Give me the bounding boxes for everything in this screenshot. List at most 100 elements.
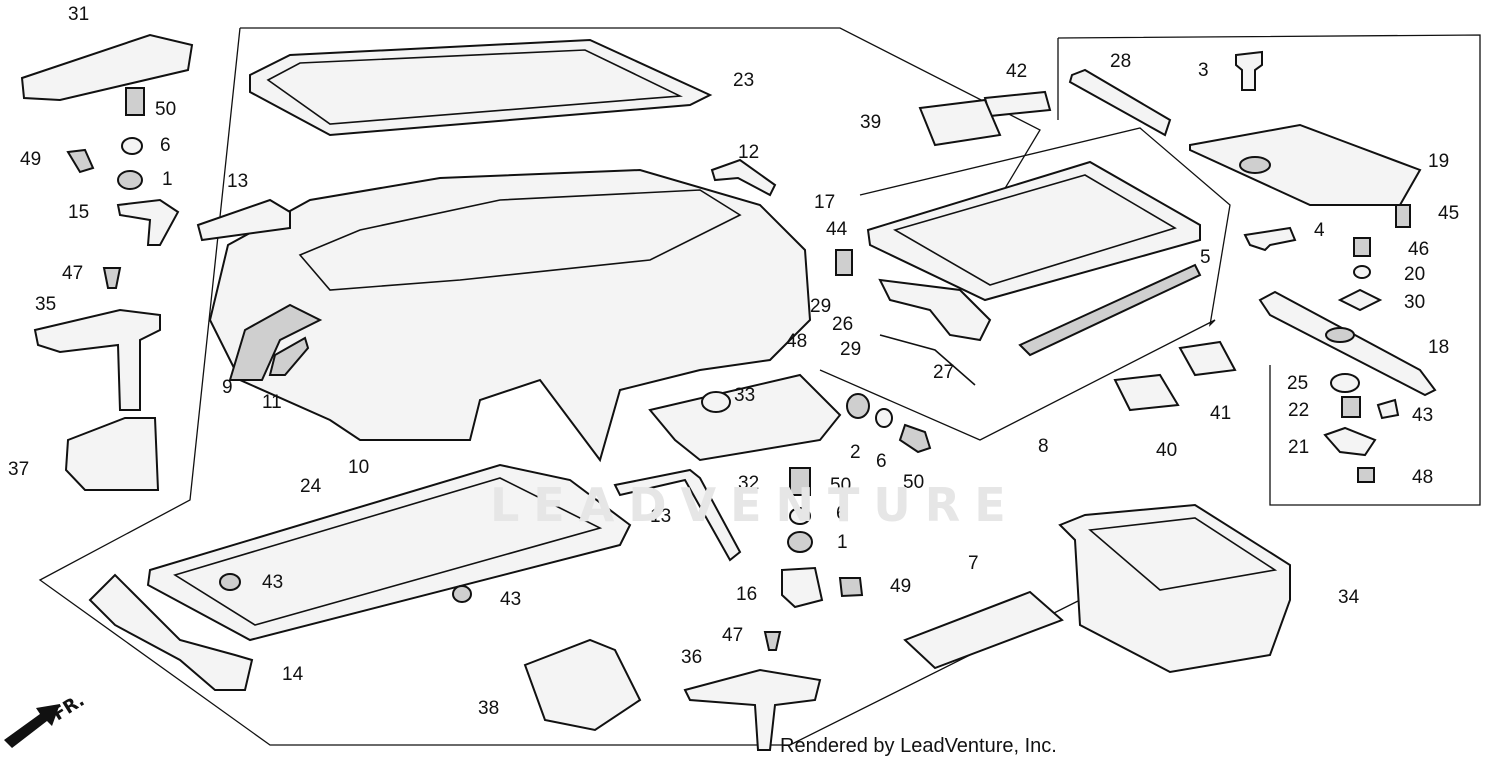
lid-group-boundary [819, 127, 1231, 441]
callout-19: 19 [1428, 151, 1450, 172]
duct-13-upper [196, 198, 291, 242]
callout-26: 26 [832, 314, 854, 335]
cap-3 [1235, 50, 1263, 91]
callout-41: 41 [1210, 403, 1232, 424]
gauge-hood-9 [228, 303, 323, 381]
bracket-35 [33, 308, 161, 411]
callout-50-mid: 50 [903, 472, 925, 493]
grommet-2 [846, 393, 870, 419]
callout-18: 18 [1428, 337, 1450, 358]
callout-31: 31 [68, 4, 90, 25]
callout-7: 7 [968, 553, 979, 574]
bracket-18 [1258, 290, 1437, 397]
callout-5: 5 [1200, 247, 1211, 268]
callout-42: 42 [1006, 61, 1028, 82]
callout-49-lower: 49 [890, 576, 912, 597]
nut-48-right [1357, 467, 1375, 483]
callout-44: 44 [826, 219, 848, 240]
cap-33 [701, 391, 731, 413]
screw-47-lower [763, 631, 782, 651]
callout-6-mid: 6 [876, 451, 887, 472]
callout-13-lower: 13 [650, 506, 672, 527]
frame-24 [146, 463, 632, 642]
callout-32: 32 [738, 473, 760, 494]
callout-29-lower: 29 [840, 339, 862, 360]
label-40 [1113, 373, 1180, 412]
callout-17: 17 [814, 192, 836, 213]
seal-5 [1018, 263, 1202, 357]
callout-1-lower: 1 [837, 532, 848, 553]
callout-11: 11 [262, 392, 282, 413]
grommet-1-lower [787, 531, 813, 553]
callout-45: 45 [1438, 203, 1460, 224]
bolt-46 [1353, 237, 1371, 257]
clip-43-left [219, 573, 241, 591]
bracket-18-hole [1325, 327, 1355, 343]
bolt-50-mid [898, 423, 932, 454]
callout-23: 23 [733, 70, 755, 91]
callout-1: 1 [162, 169, 173, 190]
callout-4: 4 [1314, 220, 1325, 241]
callout-3: 3 [1198, 60, 1209, 81]
trim-strip-12 [710, 158, 777, 197]
washer-6-lower [789, 507, 811, 525]
callout-28: 28 [1110, 51, 1132, 72]
glove-lid-19-knob [1239, 156, 1271, 174]
label-42 [983, 90, 1052, 118]
tray-box-34-rim [1088, 517, 1278, 591]
callout-30: 30 [1404, 292, 1426, 313]
callout-43-right: 43 [1412, 405, 1434, 426]
callout-10: 10 [348, 457, 370, 478]
clip-43-center [452, 585, 472, 603]
bracket-38 [523, 638, 642, 732]
left-group-boundary [38, 27, 1081, 746]
callout-29-upper: 29 [810, 296, 832, 317]
callout-12: 12 [738, 142, 760, 163]
callout-37: 37 [8, 459, 30, 480]
catch-21 [1323, 426, 1377, 457]
lid-17-inner [892, 174, 1177, 286]
lid-17 [866, 160, 1201, 302]
cover-part-31 [20, 33, 194, 102]
callout-6-lower: 6 [836, 503, 847, 524]
bracket-36 [683, 668, 822, 751]
callout-13-upper: 13 [227, 171, 249, 192]
callout-43-left: 43 [262, 572, 284, 593]
callout-40: 40 [1156, 440, 1178, 461]
callout-50: 50 [155, 99, 177, 120]
callout-24: 24 [300, 476, 322, 497]
bolt-49-lower [838, 577, 864, 598]
callout-49: 49 [20, 149, 42, 170]
screw-45 [1395, 204, 1411, 228]
grommet-1-left [117, 170, 143, 190]
front-direction-arrow-icon [4, 704, 60, 748]
badge-39 [918, 98, 1002, 147]
watermark: LEADVENTURE [490, 478, 1020, 532]
clip-4 [1243, 226, 1297, 252]
callout-47: 47 [62, 263, 84, 284]
callout-25: 25 [1287, 373, 1309, 394]
callout-36: 36 [681, 647, 703, 668]
right-group-boundary [1057, 34, 1481, 506]
callout-48-mid: 48 [786, 331, 808, 352]
callout-21: 21 [1288, 437, 1310, 458]
glove-lid-19 [1189, 123, 1422, 206]
nut-plate-30 [1337, 288, 1383, 312]
callout-16: 16 [736, 584, 758, 605]
bolt-50-lower [789, 467, 811, 496]
label-41 [1178, 340, 1237, 377]
callout-48-right: 48 [1412, 467, 1434, 488]
callout-27: 27 [933, 362, 955, 383]
callout-22: 22 [1288, 400, 1310, 421]
hinge-26 [878, 278, 992, 342]
clip-43-right [1376, 398, 1400, 420]
callout-8: 8 [1038, 436, 1049, 457]
washer-6-left [121, 137, 143, 155]
callout-43-center: 43 [500, 589, 522, 610]
callout-50-lower: 50 [830, 475, 852, 496]
bolt-44 [835, 249, 853, 276]
spring-22 [1341, 396, 1361, 418]
callout-39: 39 [860, 112, 882, 133]
duct-37 [64, 417, 160, 491]
